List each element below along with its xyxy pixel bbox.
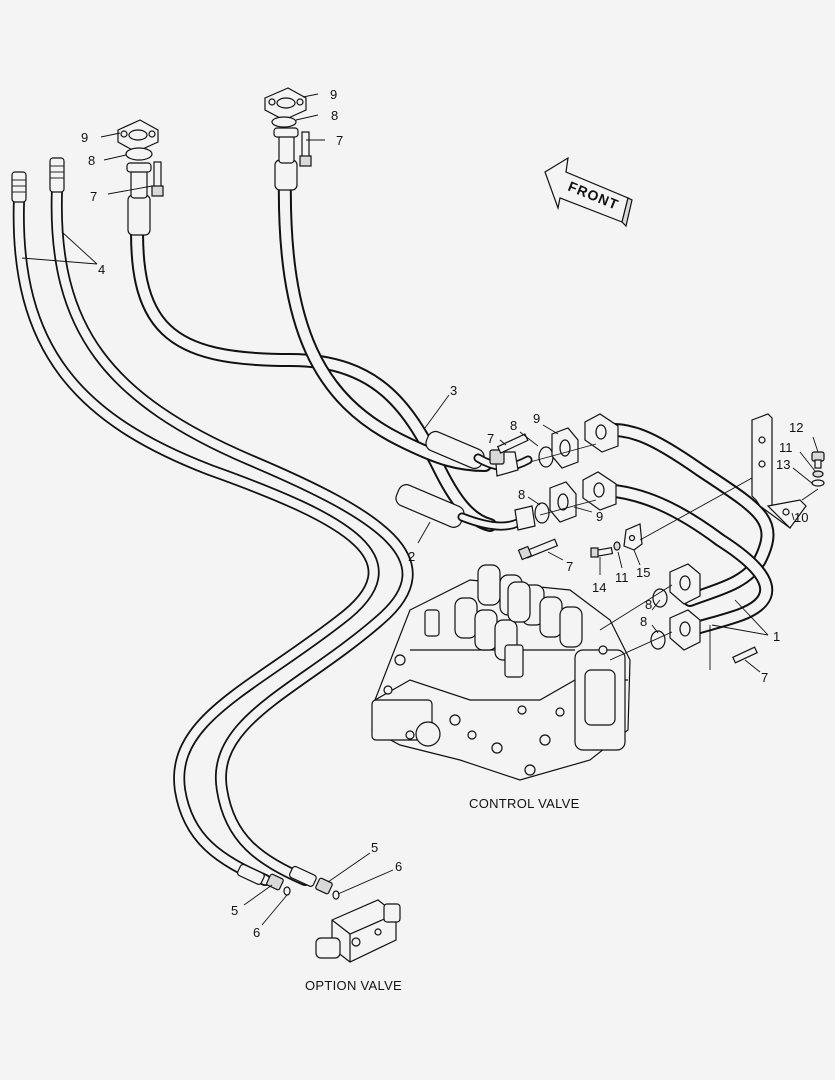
spool-caps [454, 564, 583, 661]
hose-4-top-fitting-right [49, 157, 65, 193]
callout-2: 2 [408, 549, 415, 564]
hose-4-outer [12, 194, 380, 886]
callout-8-right-lower: 8 [640, 614, 647, 629]
callout-9-top-right: 9 [330, 87, 337, 102]
callout-12: 12 [789, 420, 803, 435]
callout-7-mid-upper: 7 [487, 431, 494, 446]
callout-5-upper: 5 [371, 840, 378, 855]
hose-2-top-end [126, 162, 152, 236]
o-ring-6-right [332, 890, 340, 900]
callout-6-lower: 6 [253, 925, 260, 940]
callout-9-mid-upper: 9 [533, 411, 540, 426]
callout-15: 15 [636, 565, 650, 580]
callout-8-mid-lower: 8 [518, 487, 525, 502]
bolt-7-right [732, 646, 758, 664]
leader-lines [100, 93, 819, 926]
hose-4-bottom-fitting-left [236, 863, 265, 885]
callout-11-mid: 11 [615, 570, 629, 585]
option-valve [315, 899, 401, 963]
callout-1: 1 [773, 629, 780, 644]
washer-13 [811, 479, 825, 487]
callout-7-mid-lower: 7 [566, 559, 573, 574]
flange-9-top-right [264, 87, 307, 121]
o-ring-8-top-right [271, 116, 297, 128]
bolt-7-mid-lower [517, 538, 559, 561]
hose-3-top-end [273, 127, 299, 191]
tube-1-flange-bottom-b [669, 609, 701, 651]
bolt-7-mid-upper [496, 433, 529, 454]
washer-11-right [812, 470, 824, 478]
elbow-fitting-upper [489, 449, 519, 477]
callout-8-top-left: 8 [88, 153, 95, 168]
tube-1-upper [593, 422, 775, 607]
o-ring-8-right-upper [652, 588, 668, 608]
callout-4: 4 [98, 262, 105, 277]
option-valve-caption: OPTION VALVE [305, 978, 402, 993]
o-ring-8-top-left [125, 147, 153, 161]
callout-5-lower: 5 [231, 903, 238, 918]
callout-8-mid-upper: 8 [510, 418, 517, 433]
flange-9-mid-lower [549, 481, 577, 523]
o-ring-6-left [283, 886, 291, 896]
o-ring-8-right-lower [650, 630, 666, 650]
tube-1-flange-top-a [584, 413, 619, 453]
o-ring-8-mid-upper [538, 446, 554, 468]
control-valve-caption: CONTROL VALVE [469, 796, 580, 811]
hose-2-sleeve [395, 484, 530, 531]
bracket-10 [751, 413, 807, 529]
tube-1-flange-bottom-a [669, 563, 701, 605]
callout-7-right: 7 [761, 670, 768, 685]
bolt-12 [811, 451, 825, 469]
callout-7-top-right: 7 [336, 133, 343, 148]
callout-10: 10 [794, 510, 808, 525]
flange-9-mid-upper [551, 427, 579, 469]
callout-9-top-left: 9 [81, 130, 88, 145]
hose-4-top-fitting-left [11, 171, 27, 203]
tube-1-flange-top-b [582, 471, 617, 511]
control-valve [371, 564, 631, 781]
callouts: 9 8 7 9 8 7 4 3 2 8 9 7 8 9 7 12 11 13 1… [81, 87, 808, 940]
clamp-15 [623, 523, 643, 551]
callout-7-top-left: 7 [90, 189, 97, 204]
front-direction-arrow: FRONT [544, 156, 633, 228]
callout-6-upper: 6 [395, 859, 402, 874]
callout-9-mid-lower: 9 [596, 509, 603, 524]
callout-11-right: 11 [779, 440, 793, 455]
hose-4-bottom-fitting-right [288, 865, 317, 887]
hose-2 [130, 198, 497, 532]
callout-13: 13 [776, 457, 790, 472]
callout-8-top-right: 8 [331, 108, 338, 123]
bolt-14 [590, 546, 614, 558]
lead-4 [21, 231, 98, 265]
callout-3: 3 [450, 383, 457, 398]
elbow-fitting-lower [514, 505, 536, 531]
callout-14: 14 [592, 580, 606, 595]
bolt-7-top-left [151, 161, 164, 197]
flange-9-top-left [117, 119, 159, 153]
bolt-7-top-right [299, 131, 312, 167]
tube-1-lower [591, 483, 774, 637]
washer-11-mid [613, 541, 621, 551]
callout-8-right-upper: 8 [645, 597, 652, 612]
hose-3 [277, 168, 492, 472]
hose-4-inner [50, 184, 414, 886]
